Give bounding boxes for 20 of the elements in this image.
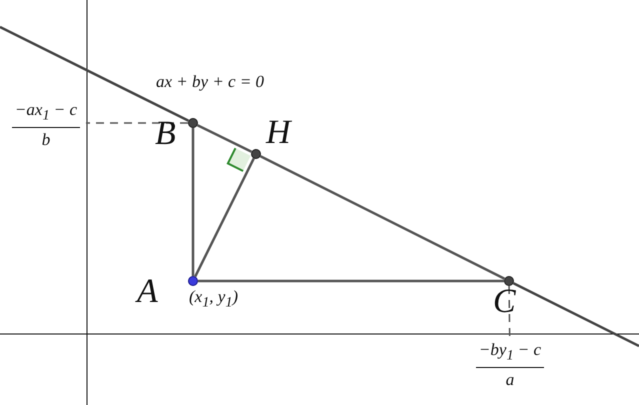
coordinate-label: (x$_{1}$, y$_{1}$): [189, 287, 238, 312]
line-segment: [198, 280, 504, 282]
point-marker: [504, 276, 514, 286]
line-segment: [196, 124, 252, 153]
line-segment: [192, 128, 194, 276]
point-label: B: [155, 117, 176, 151]
equation-label: ax + by + c = 0: [156, 72, 264, 92]
fraction-numerator: −ax$_{1}$ − c: [12, 100, 80, 128]
projection-line: [86, 122, 188, 124]
point-marker: [188, 118, 198, 128]
fraction-denominator: b: [42, 129, 50, 150]
point-marker: [188, 276, 198, 286]
fraction-numerator: −by$_{1}$ − c: [476, 340, 544, 368]
point-label: H: [266, 116, 291, 150]
fraction-denominator: a: [506, 369, 514, 390]
point-label: C: [493, 285, 516, 319]
line-segment: [260, 155, 506, 280]
line-segment: [194, 158, 255, 278]
point-marker: [251, 149, 261, 159]
point-label: A: [137, 275, 158, 309]
